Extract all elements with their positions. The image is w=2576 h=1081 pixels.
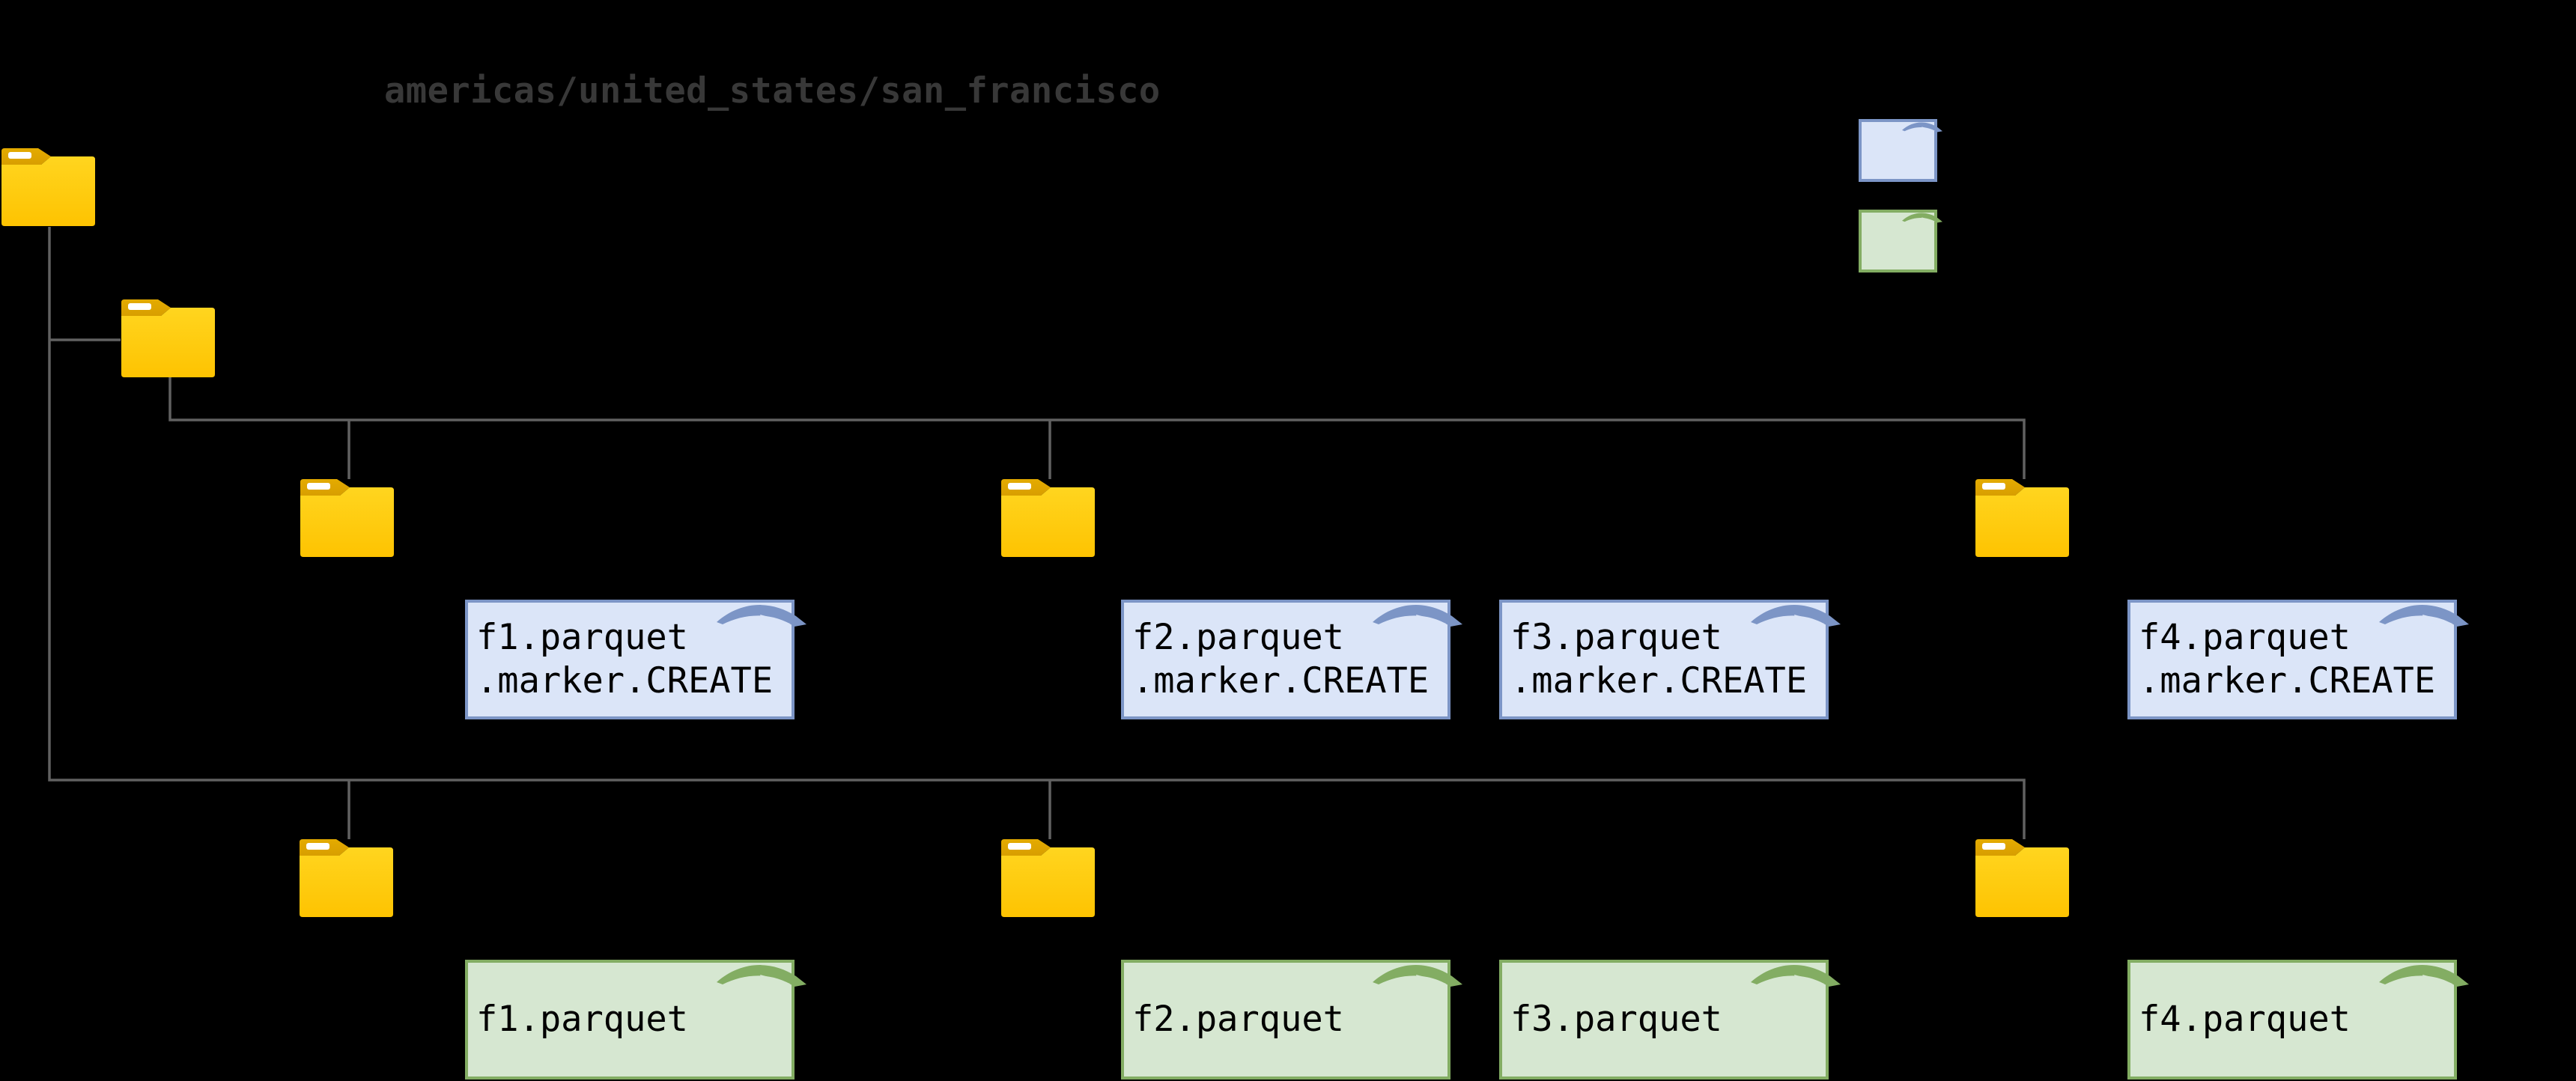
data-file-name: f3.parquet: [1510, 999, 1722, 1040]
folded-corner-icon: [1373, 605, 1462, 627]
data-row-folder-3-icon: [1975, 839, 2070, 917]
marker-file-name: f4.parquet: [2139, 617, 2351, 658]
marker-file-suffix: .marker.CREATE: [1510, 660, 1808, 701]
marker-file-name: f2.parquet: [1132, 617, 1344, 658]
marker-row-folder-1-icon: [300, 479, 395, 557]
folded-corner-icon: [1902, 213, 1942, 223]
folded-corner-icon: [1751, 605, 1841, 627]
data-row-folder-2-icon: [1000, 839, 1096, 917]
folded-corner-icon: [1751, 965, 1841, 987]
legend-data-note-swatch: [1859, 210, 1942, 272]
data-row-folder-1-icon: [299, 839, 394, 917]
child-folder-icon: [121, 299, 216, 377]
folded-corner-icon: [1373, 965, 1462, 987]
marker-file-suffix: .marker.CREATE: [2139, 660, 2436, 701]
folded-corner-icon: [1902, 122, 1942, 133]
marker-row-folder-2-icon: [1000, 479, 1096, 557]
connector-root-to-data-row: [48, 227, 2026, 839]
folded-corner-icon: [2379, 965, 2469, 987]
folded-corner-icon: [717, 965, 806, 987]
partition-path-label: americas/united_states/san_francisco: [384, 70, 1161, 112]
marker-note-f1: f1.parquet .marker.CREATE: [465, 600, 806, 719]
marker-file-name: f1.parquet: [476, 617, 688, 658]
folded-corner-icon: [2379, 605, 2469, 627]
marker-note-f3: f3.parquet .marker.CREATE: [1499, 600, 1841, 719]
marker-file-suffix: .marker.CREATE: [1132, 660, 1430, 701]
legend-marker-note-swatch: [1859, 119, 1942, 182]
root-folder-icon: [1, 148, 96, 226]
data-file-name: f1.parquet: [476, 999, 688, 1040]
folded-corner-icon: [717, 605, 806, 627]
marker-file-name: f3.parquet: [1510, 617, 1722, 658]
data-file-name: f2.parquet: [1132, 999, 1344, 1040]
marker-row-folder-3-icon: [1975, 479, 2070, 557]
data-note-f2: f2.parquet: [1121, 960, 1462, 1080]
connector-child-to-marker-row: [168, 377, 2026, 479]
data-note-f1: f1.parquet: [465, 960, 806, 1080]
data-file-name: f4.parquet: [2139, 999, 2351, 1040]
data-note-f4: f4.parquet: [2127, 960, 2469, 1080]
data-note-f3: f3.parquet: [1499, 960, 1841, 1080]
marker-file-suffix: .marker.CREATE: [476, 660, 774, 701]
marker-note-f4: f4.parquet .marker.CREATE: [2127, 600, 2469, 719]
marker-note-f2: f2.parquet .marker.CREATE: [1121, 600, 1462, 719]
